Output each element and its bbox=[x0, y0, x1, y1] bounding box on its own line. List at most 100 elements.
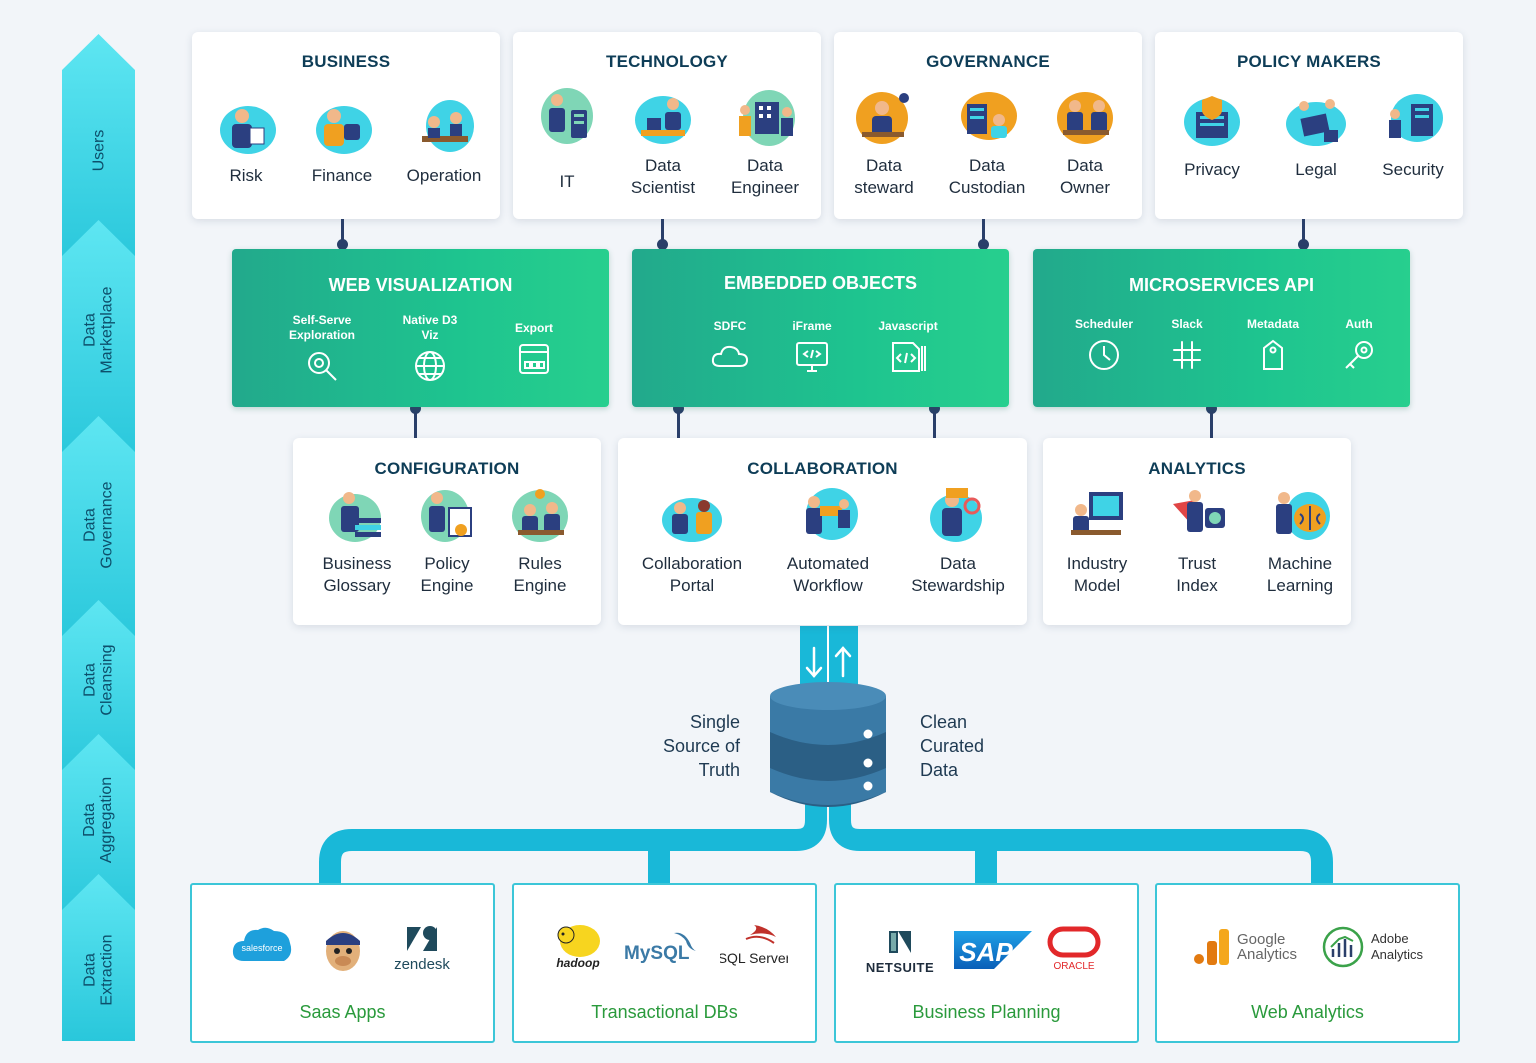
user-item-data-engineer[interactable]: Data Engineer bbox=[723, 86, 807, 199]
component-industry-model[interactable]: Industry Model bbox=[1055, 484, 1139, 597]
person-illustration bbox=[512, 489, 568, 542]
feature-native-d3-viz[interactable]: Native D3 Viz bbox=[380, 313, 480, 383]
source-title: Web Analytics bbox=[1251, 1002, 1364, 1022]
group-title: ANALYTICS bbox=[1148, 459, 1246, 478]
marketplace-microservices-api: MICROSERVICES API Scheduler Slack Metada… bbox=[1033, 249, 1410, 407]
component-trust-index[interactable]: Trust Index bbox=[1155, 484, 1239, 597]
component-business-glossary[interactable]: Business Glossary bbox=[311, 484, 403, 597]
connector-dot bbox=[1298, 239, 1309, 250]
sap-logo[interactable]: SAP bbox=[954, 929, 1032, 976]
export-window-icon bbox=[519, 344, 549, 374]
feature-slack[interactable]: Slack bbox=[1137, 317, 1237, 372]
feature-scheduler[interactable]: Scheduler bbox=[1054, 317, 1154, 372]
user-item-risk[interactable]: Risk bbox=[210, 96, 282, 187]
source-title: Business Planning bbox=[912, 1002, 1061, 1022]
marketplace-title: WEB VISUALIZATION bbox=[328, 275, 513, 295]
slack-icon bbox=[1173, 341, 1201, 369]
oracle-logo[interactable]: ORACLE bbox=[1046, 925, 1102, 978]
connector bbox=[982, 218, 985, 254]
sql-server-logo[interactable]: SQL Server bbox=[718, 921, 791, 972]
salesforce-logo[interactable]: salesforce bbox=[230, 923, 294, 974]
monitor-code-icon bbox=[796, 342, 828, 372]
component-machine-learning[interactable]: Machine Learning bbox=[1255, 484, 1345, 597]
user-item-security[interactable]: Security bbox=[1369, 90, 1457, 181]
governance-configuration: CONFIGURATION Business Glossary Policy E… bbox=[293, 438, 601, 625]
user-group-policy-makers: POLICY MAKERS Privacy Legal Security bbox=[1155, 32, 1463, 219]
component-data-stewardship[interactable]: Data Stewardship bbox=[900, 484, 1016, 597]
feature-javascript[interactable]: Javascript bbox=[858, 319, 958, 374]
governance-analytics: ANALYTICS Industry Model Trust Index Mac… bbox=[1043, 438, 1351, 625]
component-collaboration-portal[interactable]: Collaboration Portal bbox=[634, 484, 750, 597]
adobe-analytics-logo[interactable]: Adobe Analytics bbox=[1321, 925, 1423, 969]
person-illustration bbox=[422, 100, 474, 152]
marketplace-web-visualization: WEB VISUALIZATION Self-Serve Exploration… bbox=[232, 249, 609, 407]
marketplace-embedded-objects: EMBEDDED OBJECTS SDFC iFrame Javascript bbox=[632, 249, 1009, 407]
zendesk-logo[interactable]: zendesk bbox=[390, 925, 454, 973]
google-analytics-logo[interactable]: Google Analytics bbox=[1193, 927, 1297, 967]
connector-dot bbox=[929, 403, 940, 414]
feature-auth[interactable]: Auth bbox=[1309, 317, 1409, 372]
svg-text:SAP: SAP bbox=[959, 937, 1013, 967]
user-item-data-owner[interactable]: Data Owner bbox=[1046, 86, 1124, 199]
person-illustration bbox=[541, 88, 593, 144]
person-illustration bbox=[220, 106, 276, 154]
svg-text:salesforce: salesforce bbox=[241, 943, 282, 953]
hadoop-logo[interactable]: hadoop bbox=[550, 921, 606, 976]
user-item-privacy[interactable]: Privacy bbox=[1169, 90, 1255, 181]
database-right-caption: Clean Curated Data bbox=[920, 712, 985, 780]
database-left-caption: Single Source of Truth bbox=[662, 712, 740, 780]
person-illustration bbox=[662, 498, 722, 542]
group-title: BUSINESS bbox=[301, 52, 391, 71]
group-title: GOVERNANCE bbox=[926, 52, 1050, 71]
feature-export[interactable]: Export bbox=[484, 313, 584, 376]
mysql-logo[interactable]: MySQL bbox=[622, 929, 702, 970]
user-item-data-steward[interactable]: Data steward bbox=[844, 86, 924, 199]
svg-text:ORACLE: ORACLE bbox=[1053, 961, 1094, 972]
user-item-legal[interactable]: Legal bbox=[1273, 90, 1359, 181]
connector bbox=[933, 404, 936, 440]
person-illustration bbox=[856, 92, 909, 144]
person-illustration bbox=[961, 92, 1017, 140]
user-item-operation[interactable]: Operation bbox=[398, 96, 490, 187]
person-illustration bbox=[635, 96, 691, 144]
person-illustration bbox=[806, 488, 858, 540]
connector bbox=[677, 404, 680, 440]
group-title: POLICY MAKERS bbox=[1237, 52, 1381, 71]
globe-icon bbox=[415, 351, 445, 381]
source-business-planning: NETSUITE SAP ORACLE Business Planning bbox=[834, 883, 1139, 1043]
feature-sdfc[interactable]: SDFC bbox=[680, 319, 780, 374]
database-icon bbox=[770, 682, 886, 807]
user-item-data-scientist[interactable]: Data Scientist bbox=[621, 86, 705, 199]
marketplace-title: EMBEDDED OBJECTS bbox=[723, 273, 918, 293]
person-illustration bbox=[316, 106, 372, 154]
feature-self-serve-exploration[interactable]: Self-Serve Exploration bbox=[272, 313, 372, 383]
mailchimp-logo[interactable] bbox=[320, 923, 366, 978]
governance-collaboration: COLLABORATION Collaboration Portal Autom… bbox=[618, 438, 1027, 625]
person-illustration bbox=[1071, 492, 1123, 535]
group-title: TECHNOLOGY bbox=[606, 52, 728, 71]
user-item-finance[interactable]: Finance bbox=[302, 96, 382, 187]
user-item-it[interactable]: IT bbox=[531, 86, 603, 193]
feature-iframe[interactable]: iFrame bbox=[762, 319, 862, 374]
source-web-analytics: Google Analytics Adobe Analytics Web Ana… bbox=[1155, 883, 1460, 1043]
group-title: CONFIGURATION bbox=[374, 459, 520, 478]
user-group-technology: TECHNOLOGY IT Data Scientist Data Engine… bbox=[513, 32, 821, 219]
feature-metadata[interactable]: Metadata bbox=[1223, 317, 1323, 372]
component-automated-workflow[interactable]: Automated Workflow bbox=[770, 484, 886, 597]
person-illustration bbox=[329, 492, 381, 542]
svg-text:hadoop: hadoop bbox=[556, 956, 599, 970]
person-illustration bbox=[1057, 92, 1113, 144]
user-group-business: BUSINESS Risk Finance Operation bbox=[192, 32, 500, 219]
person-illustration bbox=[1184, 96, 1240, 146]
clock-icon bbox=[1089, 340, 1119, 370]
user-item-data-custodian[interactable]: Data Custodian bbox=[938, 86, 1036, 199]
code-file-icon bbox=[892, 342, 926, 372]
connector-dot bbox=[410, 403, 421, 414]
key-icon bbox=[1345, 341, 1373, 369]
component-policy-engine[interactable]: Policy Engine bbox=[405, 484, 489, 597]
component-rules-engine[interactable]: Rules Engine bbox=[497, 484, 583, 597]
stage-arrow-column bbox=[62, 34, 135, 1041]
connector bbox=[1302, 218, 1305, 254]
source-saas-apps: salesforce zendesk Saas Apps bbox=[190, 883, 495, 1043]
netsuite-logo[interactable]: NETSUITE bbox=[864, 929, 936, 975]
